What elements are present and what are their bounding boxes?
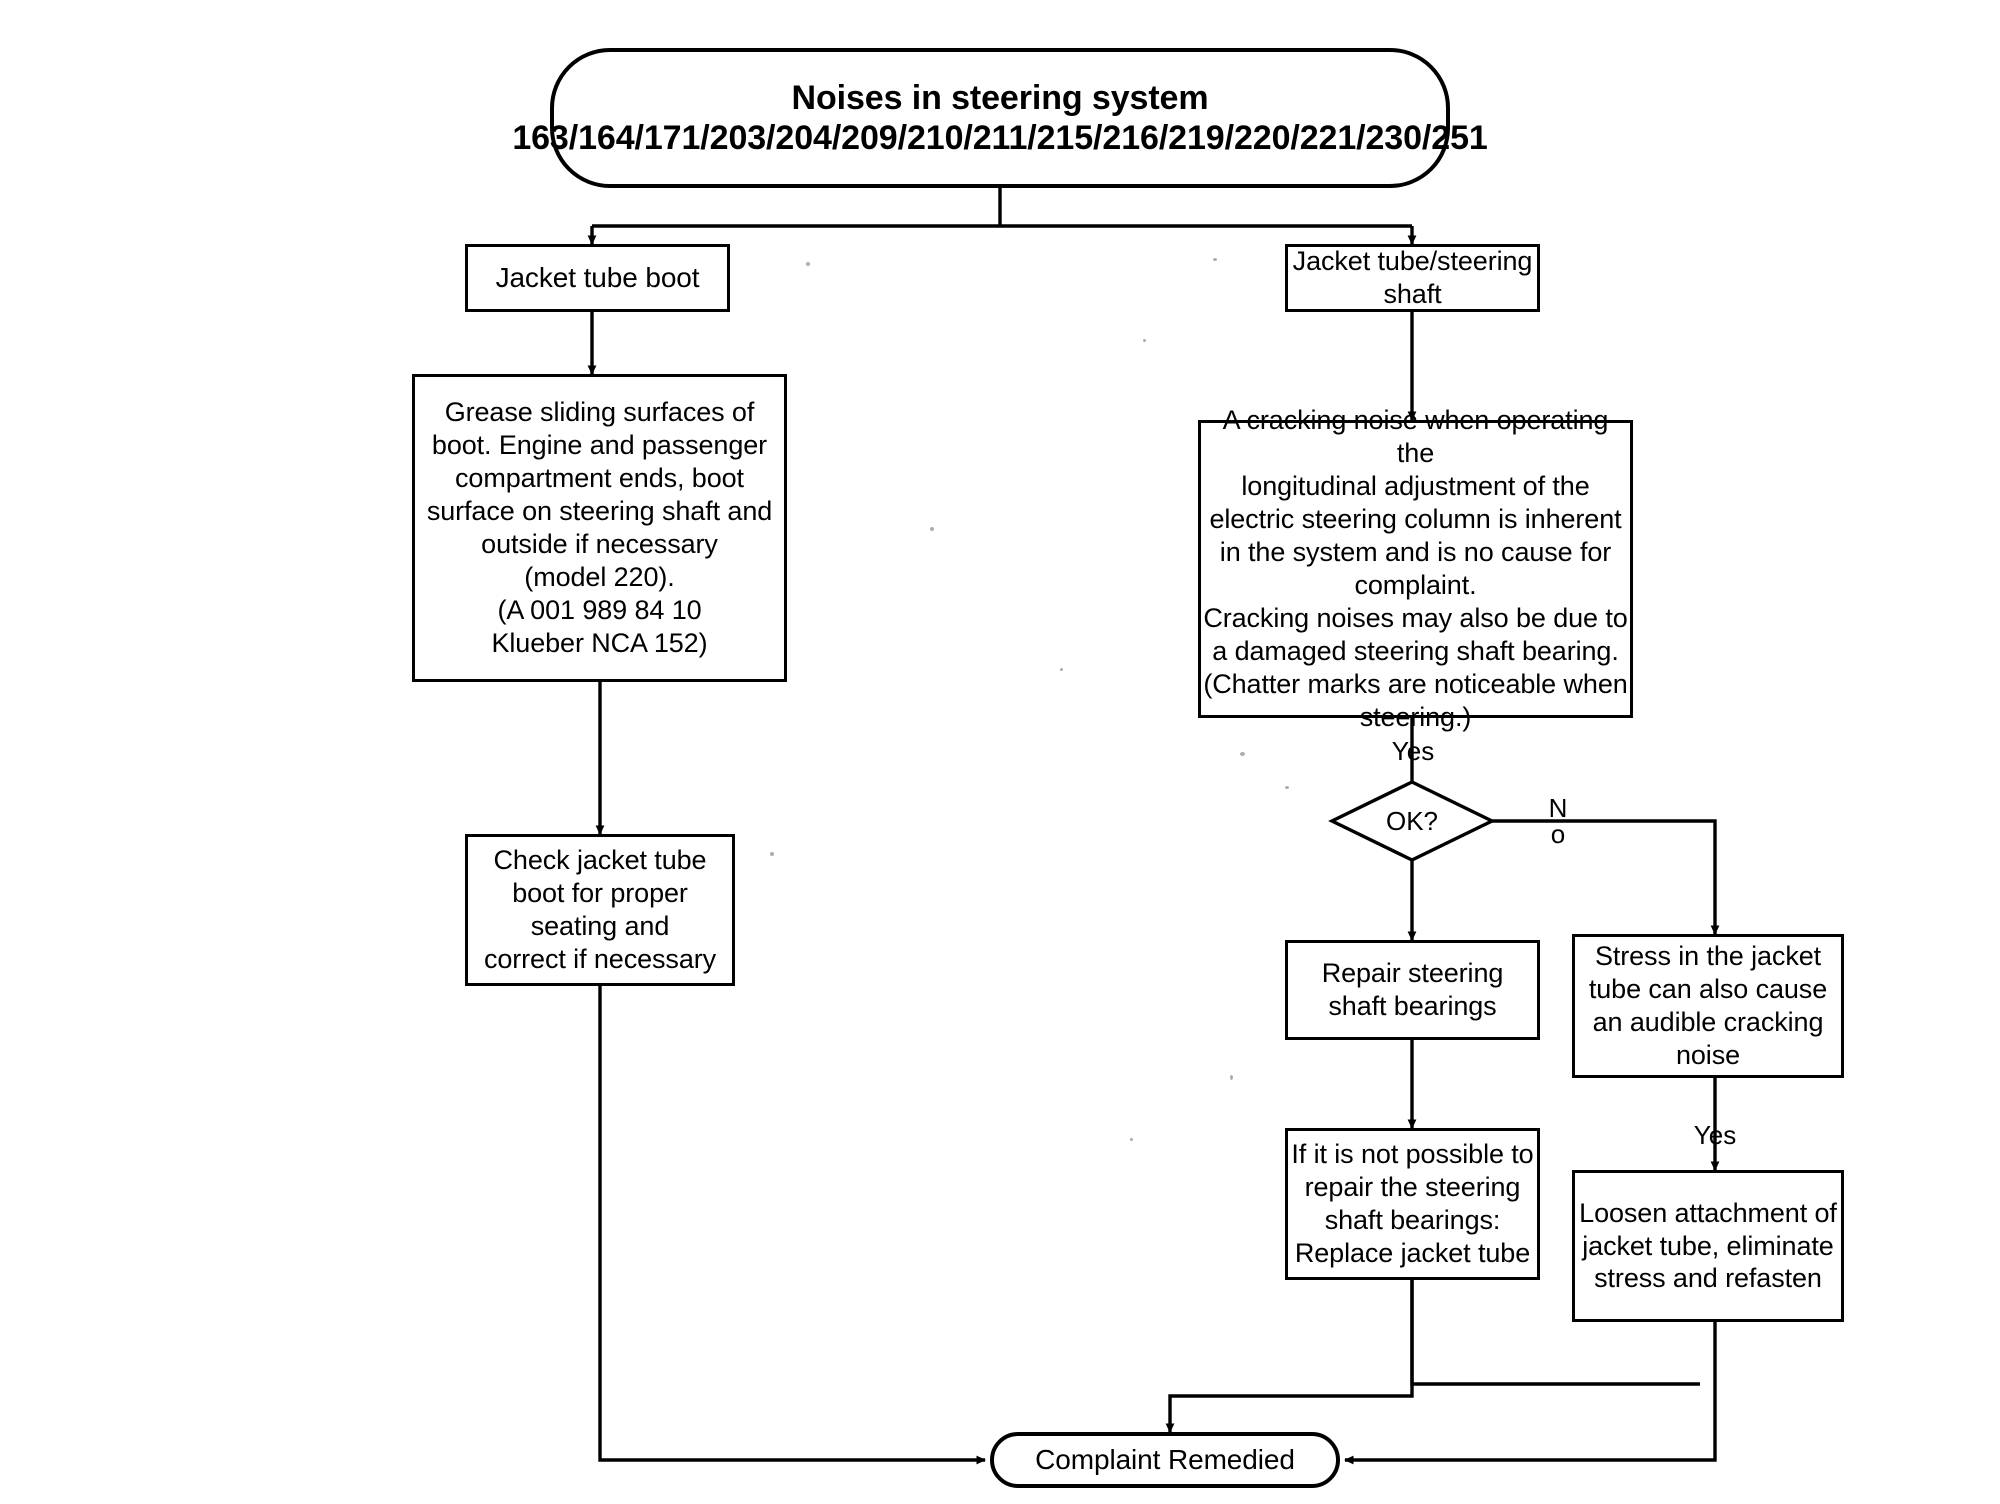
decision-ok: OK?: [1332, 782, 1492, 860]
edge-loosen-to-end: [1344, 1322, 1717, 1465]
decision-label: OK?: [1385, 805, 1439, 836]
edge-label-decision-no: N o: [1548, 793, 1568, 849]
scan-speck: [1143, 339, 1146, 342]
replace-jacket-tube: If it is not possible to repair the stee…: [1285, 1128, 1540, 1280]
scan-speck: [1240, 752, 1245, 756]
left-action-grease-boot: Grease sliding surfaces of boot. Engine …: [412, 374, 787, 682]
scan-speck: [1230, 1075, 1233, 1080]
edge-label-stress-yes: Yes: [1693, 1120, 1737, 1150]
start-terminal: Noises in steering system 163/164/171/20…: [512, 48, 1488, 188]
stress-in-jacket-tube: Stress in the jacket tube can also cause…: [1572, 934, 1844, 1078]
scan-speck: [930, 527, 934, 531]
right-description-cracking-noise: A cracking noise when operating the long…: [1198, 405, 1633, 732]
scan-speck: [1060, 668, 1063, 671]
scan-speck: [1213, 258, 1217, 261]
left-header-jacket-tube-boot: Jacket tube boot: [465, 244, 730, 312]
repair-steering-shaft-bearings: Repair steering shaft bearings: [1285, 940, 1540, 1040]
end-terminal-complaint-remedied: Complaint Remedied: [990, 1432, 1340, 1488]
edge-label-decision-yes: Yes: [1391, 736, 1435, 766]
start-title-line2: 163/164/171/203/204/209/210/211/215/216/…: [512, 119, 1488, 157]
decision-diamond-shape: [1328, 780, 1496, 862]
edge-decision-no-to-stress: [1492, 819, 1720, 935]
left-check-boot-seating: Check jacket tube boot for proper seatin…: [465, 834, 735, 986]
scan-speck: [1130, 1138, 1133, 1141]
edge-left-check-to-end: [598, 986, 986, 1465]
right-header-jacket-tube-steering-shaft: Jacket tube/steering shaft: [1285, 244, 1540, 312]
edge-replace-to-end: [1165, 1280, 1414, 1433]
scan-speck: [770, 852, 774, 856]
loosen-attachment-jacket-tube: Loosen attachment of jacket tube, elimin…: [1572, 1170, 1844, 1322]
start-title-line1: Noises in steering system: [791, 78, 1209, 117]
scan-speck: [806, 262, 810, 266]
scan-speck: [1285, 786, 1289, 789]
